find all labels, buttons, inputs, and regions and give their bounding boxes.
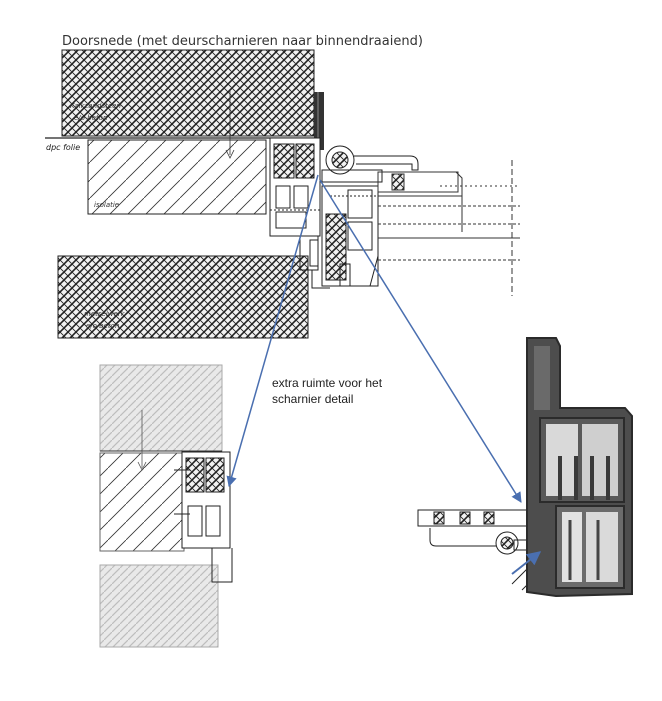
- arrow-to-left-detail: [226, 174, 319, 488]
- insulation-label: isolatie: [94, 201, 119, 209]
- drawing-title: Doorsnede (met deurscharnieren naar binn…: [62, 34, 423, 49]
- dark-strip: [314, 92, 324, 150]
- frame-profile: [269, 137, 330, 289]
- upper-wall-label-2: e/o beton: [74, 114, 107, 122]
- hinge: [321, 145, 419, 183]
- foil-label: dpc folie: [46, 143, 80, 152]
- arrow-to-right-detail: [319, 179, 522, 503]
- annotation-line-2: scharnier detail: [272, 392, 353, 406]
- door-leaf: [377, 160, 520, 296]
- upper-wall: [61, 49, 315, 137]
- insulation-block: [87, 139, 267, 215]
- left-detail: [99, 364, 233, 648]
- arrow-hinge-pointer: [511, 551, 542, 575]
- lower-wall-label-2: e/o beton: [86, 322, 119, 330]
- upper-wall-label-1: Kalkzandsteen: [70, 102, 121, 110]
- sash-profile: [321, 185, 379, 287]
- lower-wall: [57, 255, 309, 339]
- pvc-profile-photo: [526, 337, 633, 598]
- annotation-line-1: extra ruimte voor het: [272, 376, 383, 390]
- lower-wall-label-1: metselwerk: [84, 310, 126, 318]
